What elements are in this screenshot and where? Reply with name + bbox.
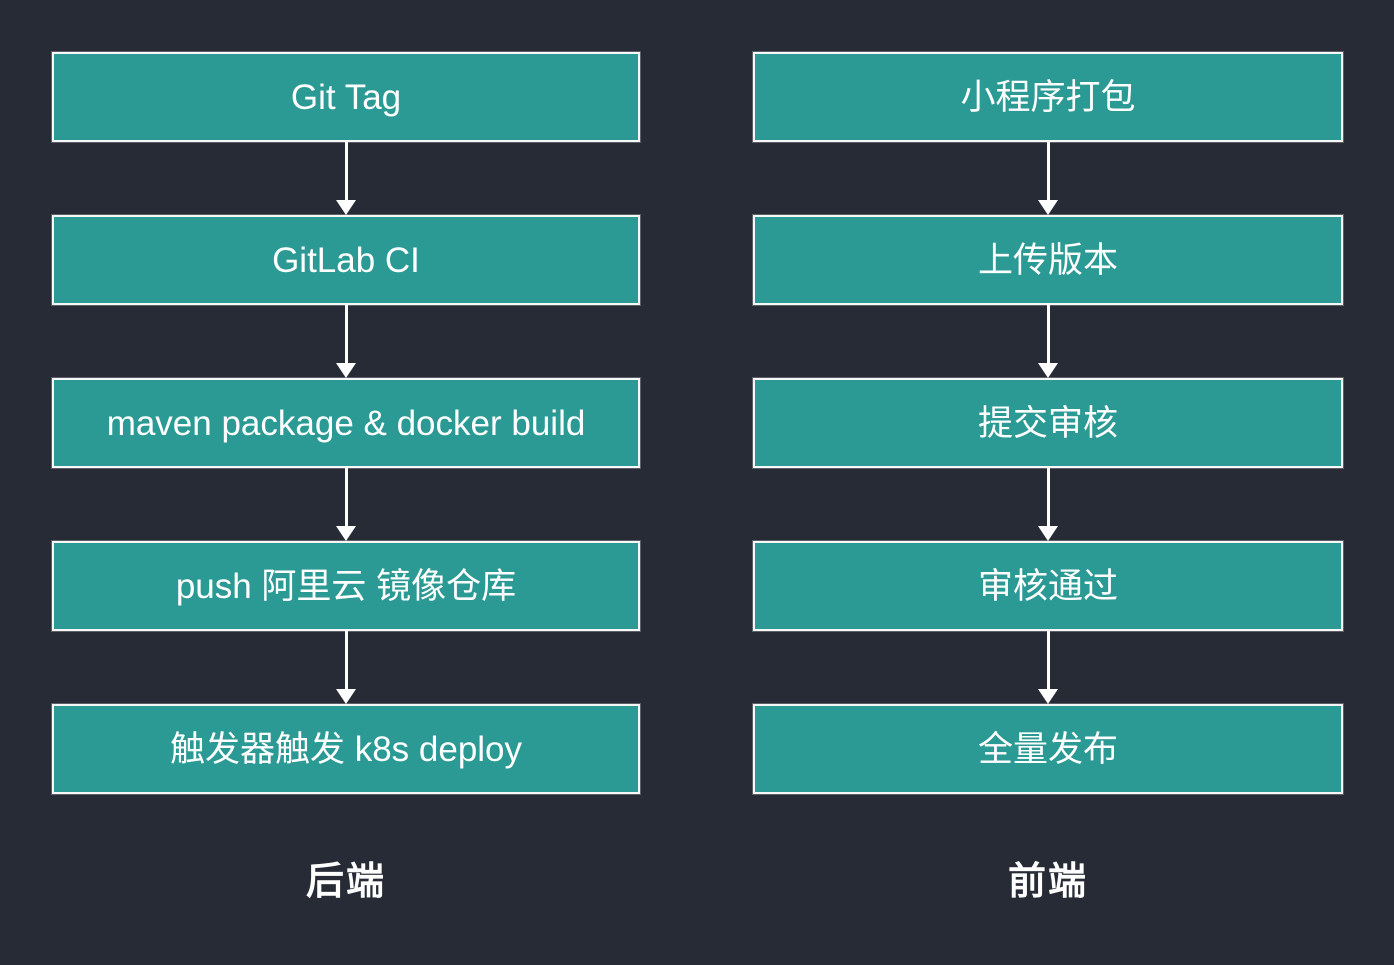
backend-column-label: 后端 [305, 861, 386, 903]
down-arrow-connector [753, 468, 1343, 541]
down-arrow-connector [52, 142, 640, 215]
flow-node-upload-version: 上传版本 [753, 215, 1343, 305]
arrow-line [344, 468, 348, 526]
flow-node-push-aliyun-registry: push 阿里云 镜像仓库 [52, 541, 640, 631]
arrow-line [344, 631, 348, 689]
arrow-head-icon [336, 363, 356, 378]
flow-node-label: GitLab CI [272, 240, 420, 280]
flow-node-label: 全量发布 [977, 729, 1118, 769]
flow-node-gitlab-ci: GitLab CI [52, 215, 640, 305]
flow-node-label: 小程序打包 [960, 77, 1136, 117]
down-arrow-connector [52, 305, 640, 378]
arrow-line [344, 142, 348, 200]
flow-node-maven-docker-build: maven package & docker build [52, 378, 640, 468]
down-arrow-connector [52, 631, 640, 704]
arrow-line [1046, 142, 1050, 200]
arrow-line [1046, 631, 1050, 689]
down-arrow-connector [753, 142, 1343, 215]
arrow-line [1046, 305, 1050, 363]
flow-node-label: Git Tag [290, 77, 402, 117]
flow-node-label: push 阿里云 镜像仓库 [175, 566, 517, 606]
arrow-head-icon [336, 689, 356, 704]
frontend-column: 小程序打包 上传版本 提交审核 审核通过 全量发布 前端 [753, 52, 1343, 905]
down-arrow-connector [753, 305, 1343, 378]
arrow-line [344, 305, 348, 363]
arrow-line [1046, 468, 1050, 526]
flow-node-git-tag: Git Tag [52, 52, 640, 142]
flow-node-label: 审核通过 [977, 566, 1118, 606]
frontend-column-label: 前端 [1007, 861, 1088, 903]
down-arrow-connector [753, 631, 1343, 704]
arrow-head-icon [1038, 363, 1058, 378]
arrow-head-icon [1038, 689, 1058, 704]
flow-node-submit-review: 提交审核 [753, 378, 1343, 468]
arrow-head-icon [1038, 526, 1058, 541]
flow-node-label: 上传版本 [977, 240, 1118, 280]
down-arrow-connector [52, 468, 640, 541]
flow-node-label: 提交审核 [977, 403, 1118, 443]
flow-node-k8s-deploy: 触发器触发 k8s deploy [52, 704, 640, 794]
flow-node-miniprogram-package: 小程序打包 [753, 52, 1343, 142]
arrow-head-icon [336, 526, 356, 541]
arrow-head-icon [1038, 200, 1058, 215]
flow-node-full-release: 全量发布 [753, 704, 1343, 794]
flow-node-review-passed: 审核通过 [753, 541, 1343, 631]
arrow-head-icon [336, 200, 356, 215]
flow-node-label: maven package & docker build [106, 403, 586, 443]
flow-node-label: 触发器触发 k8s deploy [169, 729, 523, 769]
backend-column: Git Tag GitLab CI maven package & docker… [52, 52, 640, 905]
